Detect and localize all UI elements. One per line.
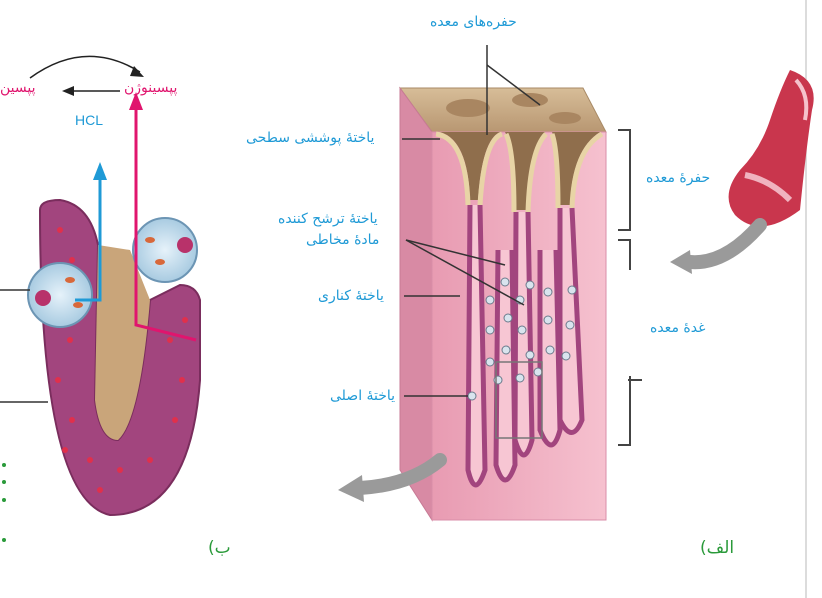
leader-lines-b [0, 289, 48, 403]
stomach-organ [728, 70, 814, 227]
tissue-block [399, 86, 607, 522]
label-hcl: HCL [75, 112, 104, 128]
label-pepsin: پپسین [0, 80, 36, 96]
label-gastric-pit-side: حفرهٔ معده [646, 170, 711, 186]
figure-label-b: ب) [208, 538, 231, 558]
zoom-arrow-left [353, 453, 447, 495]
label-chief-cell: یاختهٔ اصلی [330, 388, 396, 404]
pepsinogen-arrow [134, 105, 197, 342]
magnified-gland [27, 198, 201, 517]
margin-dots [2, 463, 6, 542]
figure-label-a: الف) [700, 538, 735, 558]
label-gastric-pits-top: حفره‌های معده [430, 14, 517, 30]
side-brackets [618, 129, 642, 446]
leader-lines-a [402, 45, 541, 397]
hcl-arrow [75, 175, 102, 302]
label-mucus-cell-line1: یاختهٔ ترشح کننده [278, 211, 378, 227]
label-parietal-cell: یاختهٔ کناری [318, 288, 384, 304]
autocatalysis-arrow [29, 55, 141, 79]
zoom-arrow-right [683, 218, 767, 270]
label-pepsinogen: پپسینوژن [124, 80, 178, 96]
label-surface-cell: یاختهٔ پوششی سطحی [246, 130, 375, 146]
label-gastric-gland-side: غدهٔ معده [650, 320, 706, 336]
label-mucus-cell-line2: مادهٔ مخاطی [306, 232, 380, 248]
